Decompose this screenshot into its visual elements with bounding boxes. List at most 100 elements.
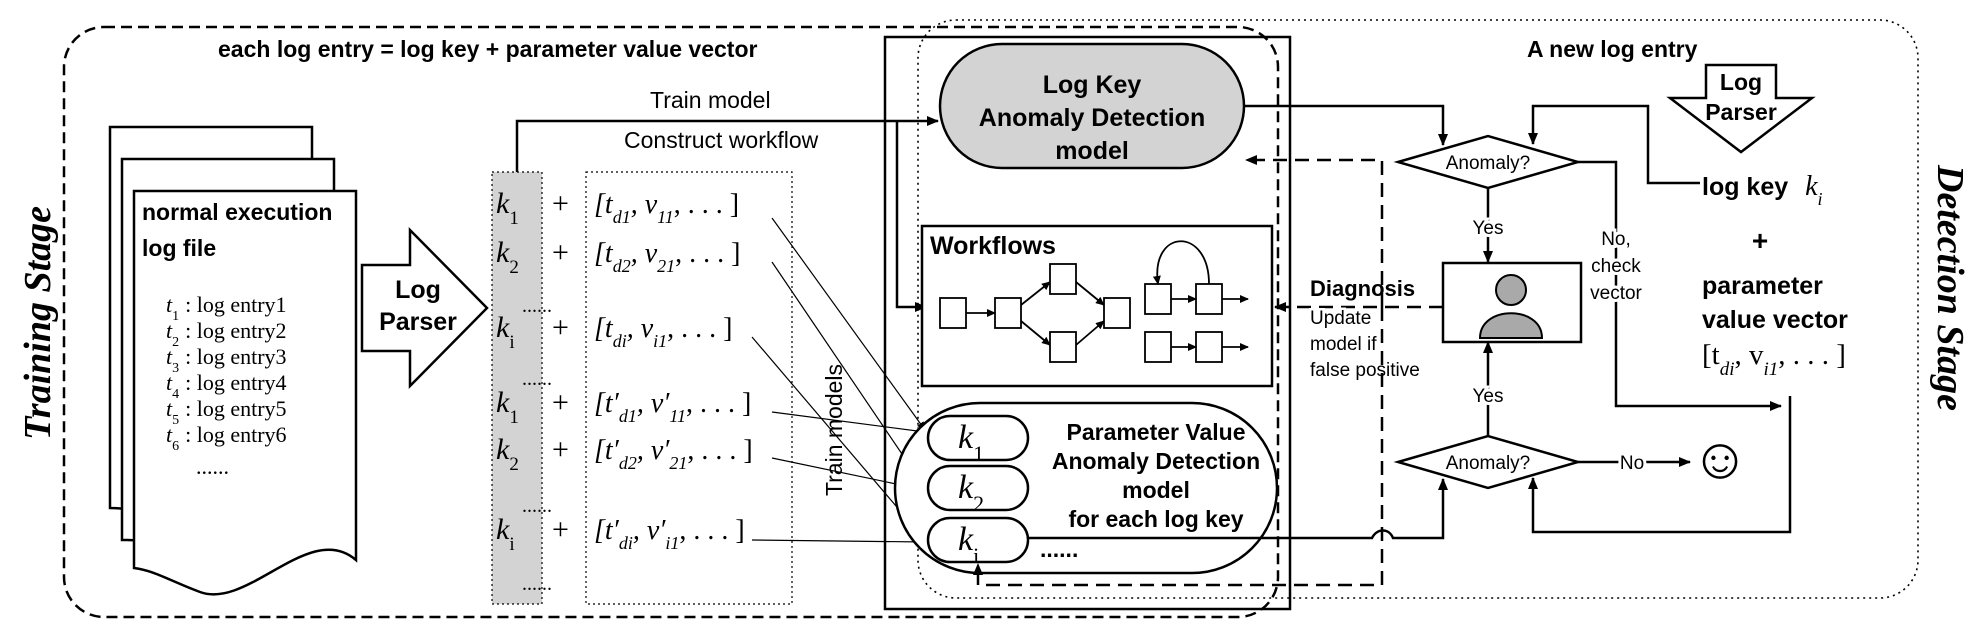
log-entry-t: t [166,422,173,447]
yes-bottom-label: Yes [1473,386,1504,407]
right-plus: + [1752,225,1768,256]
log-entry-t: t [166,396,173,421]
log-entry-t: t [166,370,173,395]
param-vector-to-anomaly-arrow [1528,396,1792,534]
row-key-sub: 2 [509,454,519,475]
anomaly-decision-top: Anomaly? [1393,134,1583,190]
no-check-vector-label: No, check vector [1587,226,1645,307]
row-vector-tsub: d1 [619,406,637,426]
log-entry-sub: 4 [172,387,179,402]
row-vector: [tdi, vi1, . . . ] [594,313,732,351]
row-vector-vsub: i1 [665,533,679,553]
pv-key-2-box [926,464,1030,512]
row-vector: [td2, v21, . . . ] [594,238,740,276]
log-entry-t: t [166,344,173,369]
lkad-line3: model [1055,137,1129,165]
key-row-5: k2 + [t′d2, v′21, . . . ] [496,433,753,475]
row-vector-tail: , . . . ] [675,238,740,269]
param-vec-expr: [tdi, vi1, . . . ] [1702,339,1846,380]
pv-key-k: k [958,469,974,506]
pv-key-i-box [926,516,1030,564]
pv-key-2-label: k2 [958,469,984,516]
log-entry-text: : log entry2 [185,318,286,343]
row-key-k: k [496,433,510,466]
row-key: ki [496,513,515,555]
right-key-label: log key [1702,173,1788,201]
train-models-label: Train models [821,364,847,496]
diagnosis-label: Diagnosis [1310,276,1415,301]
header-formula: each log entry = log key + parameter val… [218,36,758,62]
lkad-line2: Anomaly Detection [979,104,1205,132]
row-vector-v: , v′ [633,515,666,546]
row-key-sub: 1 [509,208,519,229]
log-entry-sub: 6 [172,439,179,454]
log-entry-sub: 3 [172,361,179,376]
row-vector-vsub: 11 [669,406,686,426]
anomaly-decision-bottom: Anomaly? [1393,434,1583,490]
pvad-more: ...... [1040,536,1078,562]
row-vector: [t′d1, v′11, . . . ] [594,388,751,426]
no-bottom-label: No [1620,453,1644,474]
log-entry-6: t6 : log entry6 [166,422,287,454]
log-entry-text: : log entry6 [185,422,286,447]
parameter-vector-column [585,171,793,605]
row-vector-tail: , . . . ] [679,515,744,546]
param-vec-tail: , . . . ] [1778,339,1846,371]
anomaly-top-label: Anomaly? [1446,153,1531,174]
no-check-line2: check [1591,256,1641,277]
row-vector-tsub: d2 [613,256,631,276]
param-vec-tsub: di [1720,359,1735,380]
construct-workflow-arrow [895,121,927,312]
pv-key-sub: 2 [973,491,984,516]
pv-key-3-label: ki [958,521,979,568]
detection-stage-label: Detection Stage [1929,164,1971,411]
log-key-anomaly-model: Log Key Anomaly Detection model [938,42,1246,170]
pv-key-1-box [926,414,1030,462]
pv-key-sub: 1 [973,441,984,466]
row-vector-v: , v′ [637,388,670,419]
log-entry-text: : log entry1 [185,292,286,317]
row-vector-t: [t [594,238,614,269]
log-entry-t: t [166,292,173,317]
lkad-line1: Log Key [1043,71,1142,99]
pv-key-k: k [958,521,974,558]
row-vector-t: [t [594,313,614,344]
new-entry-log-key: log key ki [1702,171,1823,209]
row-vector-vsub: i1 [653,331,667,351]
row-vector-v: , v [631,238,658,269]
param-vec-t: [t [1702,339,1720,371]
update-pvad-dashed-arrow [973,307,1384,587]
param-vec-line1: parameter [1702,272,1823,300]
log-entry-5: t5: log entry5 [166,396,287,428]
row-plus: + [552,433,569,466]
log-parser-right: Log Parser [1666,63,1816,154]
log-parser-left-line1: Log [395,276,441,304]
key-row-4: k1+[t′d1, v′11, . . . ] [496,386,751,428]
pv-model-to-anomaly-arrow [1028,478,1448,540]
log-entry-t: t [166,318,173,343]
param-vec-vsub: i1 [1764,359,1779,380]
row-key-sub: 1 [509,407,519,428]
row-key: k2 [496,236,519,278]
user-avatar-body [1478,312,1544,339]
anomaly-bottom-label: Anomaly? [1446,453,1531,474]
row-vector: [t′d2, v′21, . . . ] [594,435,753,473]
param-vec-line2: value vector [1702,306,1848,334]
log-entry-3: t3: log entry3 [166,344,287,376]
key-row-2: k2+[td2, v21, . . . ] [496,236,740,278]
log-file-document: normal execution log file t1: log entry1… [108,125,358,596]
train-model-label: Train model [650,87,771,113]
log-entry-sub: 1 [172,309,179,324]
row-vector-t: [t′ [594,388,620,419]
training-stage-label: Training Stage [17,206,59,440]
row-vector-v: , v′ [637,435,670,466]
row-vector-tail: , . . . ] [687,435,752,466]
log-entry-2: t2: log entry2 [166,318,287,350]
key-row-3: ki+[tdi, vi1, . . . ] [496,311,732,353]
param-vec-v: , v [1735,339,1765,371]
log-file-title-line1: normal execution [142,199,332,225]
row-key: k2 [496,433,519,475]
pvad-line2: Anomaly Detection [1052,448,1260,474]
